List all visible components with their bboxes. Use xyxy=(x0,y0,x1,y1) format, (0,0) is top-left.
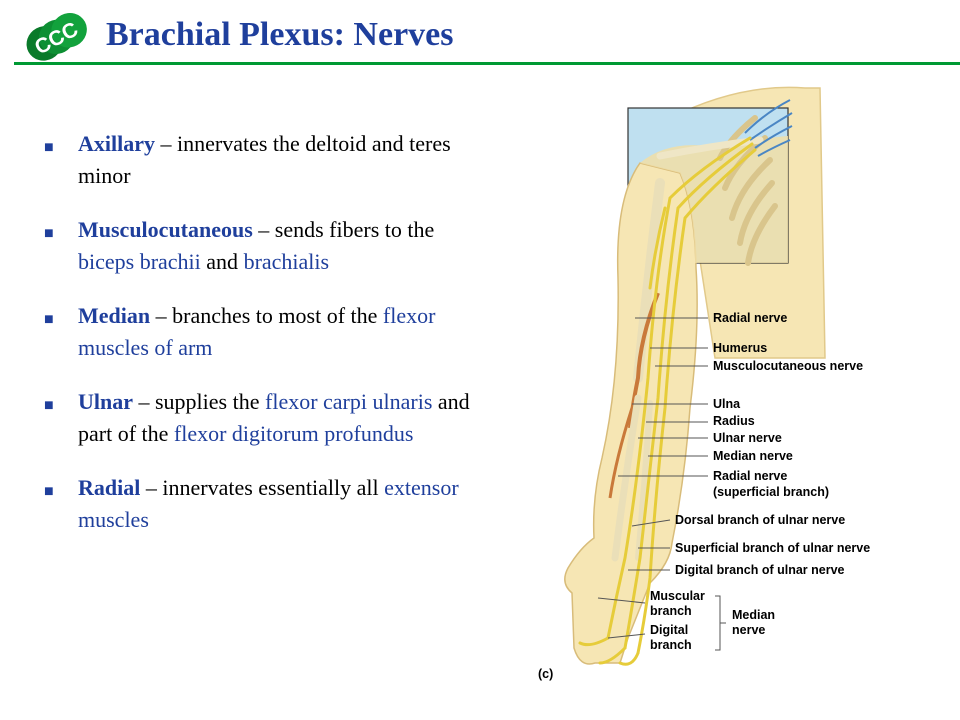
label-ulnar-nerve: Ulnar nerve xyxy=(713,431,782,445)
slide-title: Brachial Plexus: Nerves xyxy=(106,16,454,53)
label-median-nerve: Median nerve xyxy=(713,449,793,463)
shoulder-skin xyxy=(640,136,788,263)
bullet-musculocutaneous: ■Musculocutaneous – sends fibers to the … xyxy=(42,214,482,278)
arm-nerve-figure: Radial nerve Humerus Musculocutaneous ne… xyxy=(520,78,940,698)
label-superficial-ulnar: Superficial branch of ulnar nerve xyxy=(675,541,870,555)
bullet-text-plain: – supplies the xyxy=(133,389,265,414)
bullet-text-term: Radial xyxy=(78,475,141,500)
label-digital-branch-2: branch xyxy=(650,638,692,652)
label-muscular-branch-2: branch xyxy=(650,604,692,618)
bullet-text-plain: – sends fibers to the xyxy=(252,217,435,242)
bullet-text-hl: flexor muscles of arm xyxy=(78,303,436,360)
label-median-group: Median xyxy=(732,608,775,622)
title-divider xyxy=(14,62,960,65)
label-ulna: Ulna xyxy=(713,397,741,411)
bullet-text-term: Axillary xyxy=(78,131,155,156)
bullet-text-plain: – innervates the deltoid and teres minor xyxy=(78,131,451,188)
label-median-group-2: nerve xyxy=(732,623,765,637)
bullet-list: ■ Axillary – innervates the deltoid and t… xyxy=(42,128,482,536)
bullet-text-term: Median xyxy=(78,303,151,328)
bullet-text-term: Ulnar xyxy=(78,389,133,414)
arm-illustration: Radial nerve Humerus Musculocutaneous ne… xyxy=(538,86,870,681)
label-musculocutaneous-nerve: Musculocutaneous nerve xyxy=(713,359,863,373)
bullet-marker-icon: ■ xyxy=(44,483,54,500)
bullet-axillary: ■ Axillary – innervates the deltoid and t… xyxy=(42,128,482,192)
spinal-roots xyxy=(744,99,793,157)
bullet-marker-icon: ■ xyxy=(44,397,54,414)
label-digital-branch: Digital xyxy=(650,623,688,637)
label-radial-superficial: Radial nerve xyxy=(713,469,787,483)
bullet-text-hl: flexor carpi ulnaris xyxy=(265,389,433,414)
label-panel: (c) xyxy=(538,667,553,681)
leader-lines xyxy=(597,317,726,651)
label-humerus: Humerus xyxy=(713,341,767,355)
bullet-text-hl: extensor muscles xyxy=(78,475,459,532)
label-radial-superficial-sub: (superficial branch) xyxy=(713,485,829,499)
ribs xyxy=(717,115,778,266)
label-dorsal-ulnar: Dorsal branch of ulnar nerve xyxy=(675,513,845,527)
radius-bone xyxy=(635,400,653,561)
bullet-radial: ■ Radial – innervates essentially all ext… xyxy=(42,472,482,536)
bullet-text-plain: – innervates essentially all xyxy=(140,475,385,500)
bullet-text-plain: – branches to most of the xyxy=(150,303,383,328)
bullet-text-hl: brachialis xyxy=(243,249,330,274)
bullet-ulnar: ■ Ulnar – supplies the flexor carpi ulnar… xyxy=(42,386,482,450)
label-muscular-branch: Muscular xyxy=(650,589,705,603)
bullet-marker-icon: ■ xyxy=(44,311,54,328)
label-radius: Radius xyxy=(713,414,755,428)
bullet-text-hl: flexor digitorum profundus xyxy=(173,421,414,446)
nerve-bundle xyxy=(578,136,757,666)
bullet-text-plain: and part of the xyxy=(78,389,470,446)
label-digital-ulnar: Digital branch of ulnar nerve xyxy=(675,563,845,577)
bullet-median: ■ Median – branches to most of the flexor… xyxy=(42,300,482,364)
ccc-logo: CCC xyxy=(26,13,87,61)
bullet-marker-icon: ■ xyxy=(44,225,54,242)
bullet-marker-icon: ■ xyxy=(44,139,54,156)
bullet-text-term: Musculocutaneous xyxy=(78,217,253,242)
label-radial-nerve: Radial nerve xyxy=(713,311,787,325)
ulna-bone xyxy=(611,394,642,562)
clavicle xyxy=(656,136,764,160)
bullet-text-plain: and xyxy=(200,249,244,274)
bullet-text-hl: biceps brachii xyxy=(78,249,201,274)
